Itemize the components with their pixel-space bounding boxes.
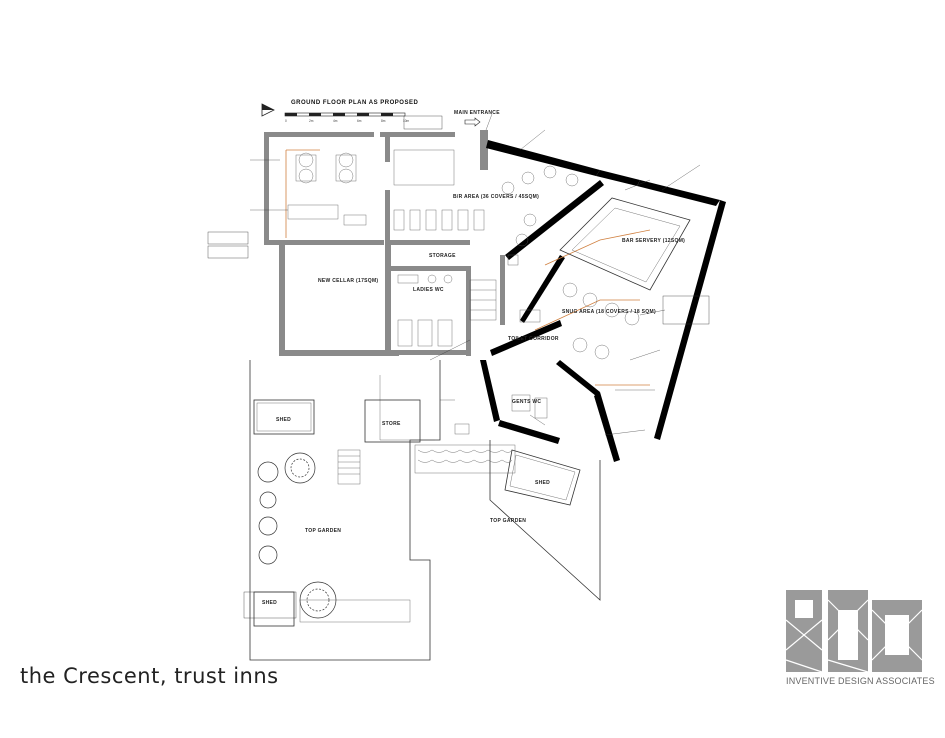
new-finish-lines bbox=[285, 149, 651, 386]
scale-mark: 8m bbox=[381, 119, 386, 123]
company-name: INVENTIVE DESIGN ASSOCIATES bbox=[786, 676, 935, 686]
north-arrow-icon bbox=[261, 103, 275, 117]
room-label-shed: SHED bbox=[276, 417, 291, 423]
scale-bar: 0 2m 4m 6m 8m 10m bbox=[284, 112, 410, 123]
building-walls bbox=[264, 130, 726, 462]
main-entrance-label: MAIN ENTRANCE bbox=[454, 110, 500, 116]
annotation-leaders bbox=[250, 113, 701, 436]
entrance-arrow-icon bbox=[464, 117, 481, 127]
project-title: the Crescent, trust inns bbox=[20, 664, 279, 688]
room-label-shed: SHED bbox=[535, 480, 550, 486]
room-label-top-garden: TOP GARDEN bbox=[490, 518, 526, 524]
drawing-title: GROUND FLOOR PLAN AS PROPOSED bbox=[291, 100, 418, 106]
room-label-gents-wc: GENTS WC bbox=[512, 399, 541, 405]
scale-mark: 4m bbox=[333, 119, 338, 123]
outdoor-area bbox=[249, 360, 601, 661]
room-label-snug-area: SNUG AREA (18 COVERS / 18 SQM) bbox=[562, 309, 656, 315]
room-label-new-cellar: NEW CELLAR (17SQM) bbox=[318, 278, 378, 284]
room-label-ladies-wc: LADIES WC bbox=[413, 287, 444, 293]
room-label-toilet-corridor: TOILET CORRIDOR bbox=[508, 336, 559, 342]
tree-icon bbox=[257, 452, 337, 619]
room-label-bar-area: B/R AREA (36 COVERS / 45SQM) bbox=[453, 194, 539, 200]
room-label-storage: STORAGE bbox=[429, 253, 456, 259]
annotation-boxes bbox=[207, 115, 710, 619]
room-label-bar-servery: BAR SERVERY (12SQM) bbox=[622, 238, 685, 244]
scale-mark: 10m bbox=[403, 119, 410, 123]
furniture bbox=[287, 149, 691, 419]
scale-mark: 2m bbox=[309, 119, 314, 123]
room-label-shed: SHED bbox=[262, 600, 277, 606]
scale-mark: 0 bbox=[285, 119, 287, 123]
ida-logo-icon bbox=[785, 590, 923, 673]
room-label-top-garden: TOP GARDEN bbox=[305, 528, 341, 534]
room-label-store: STORE bbox=[382, 421, 401, 427]
scale-mark: 6m bbox=[357, 119, 362, 123]
